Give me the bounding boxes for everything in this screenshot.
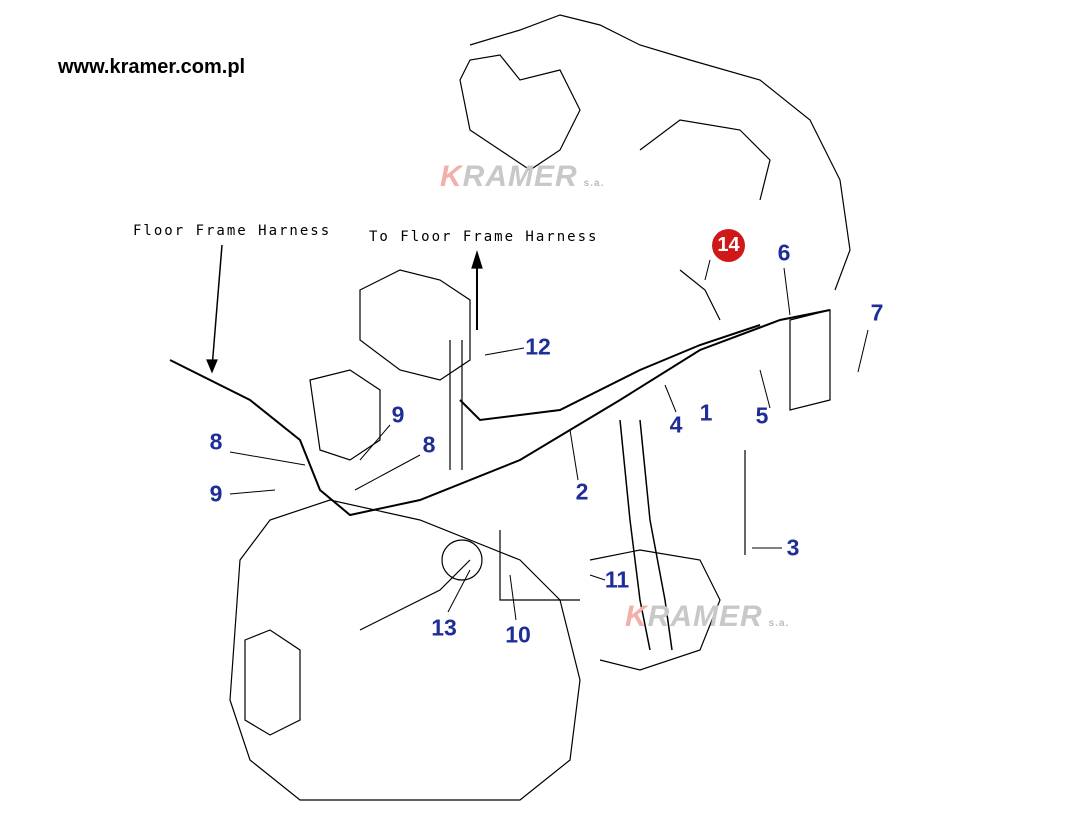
exhaust-pipe (619, 419, 673, 651)
callout[interactable]: 8 (422, 431, 436, 458)
fan-housing (459, 54, 581, 171)
callout[interactable]: 10 (505, 621, 531, 648)
arrow-down (211, 244, 223, 369)
callout[interactable]: 13 (431, 614, 457, 641)
to-floor-frame-harness-note: To Floor Frame Harness (369, 229, 599, 245)
callout[interactable]: 11 (604, 566, 630, 593)
callout[interactable]: 3 (786, 534, 800, 561)
callout[interactable]: 9 (391, 401, 405, 428)
mid-engine-block (359, 269, 471, 381)
callout[interactable]: 5 (755, 402, 769, 429)
callout[interactable]: 8 (209, 428, 223, 455)
floor-frame-harness-note: Floor Frame Harness (133, 223, 332, 239)
harness-upper (459, 324, 761, 422)
harness-main (169, 309, 831, 517)
callout[interactable]: 1 (699, 399, 713, 426)
callout[interactable]: 9 (209, 480, 223, 507)
callout[interactable]: 12 (525, 333, 551, 360)
callout[interactable]: 6 (777, 239, 791, 266)
transmission-outline (469, 14, 851, 291)
website-url[interactable]: www.kramer.com.pl (58, 56, 246, 78)
lower-engine-outline (229, 499, 581, 801)
callout[interactable]: 7 (870, 299, 884, 326)
callout[interactable]: 4 (669, 411, 683, 438)
callout-highlighted[interactable]: 14 (712, 229, 745, 262)
callout[interactable]: 2 (575, 478, 589, 505)
